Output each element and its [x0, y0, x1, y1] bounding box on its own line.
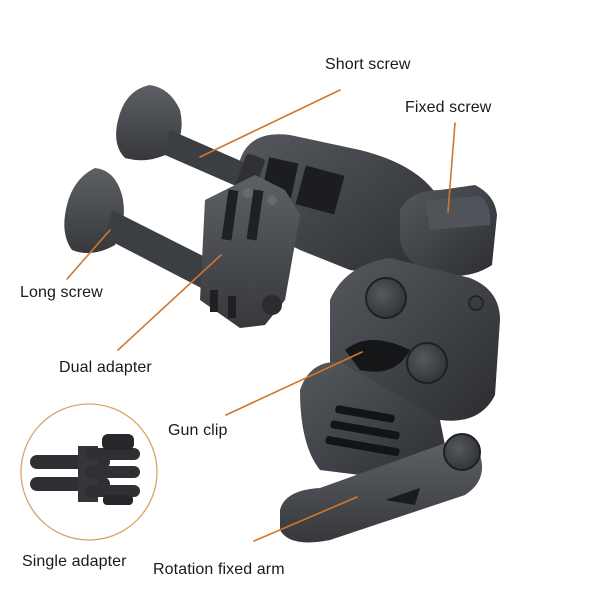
- long-screw: [64, 168, 215, 290]
- label-fixed-screw: Fixed screw: [405, 99, 492, 116]
- gun-clip-body: [300, 258, 500, 480]
- leader-short-screw: [199, 89, 341, 158]
- label-single-adapter: Single adapter: [22, 553, 127, 570]
- rotation-fixed-arm: [280, 433, 483, 543]
- leader-gun-clip: [225, 351, 363, 416]
- fixed-screw: [400, 185, 497, 277]
- label-long-screw: Long screw: [20, 284, 103, 301]
- label-rotation-fixed-arm: Rotation fixed arm: [153, 561, 285, 578]
- leader-fixed-screw: [447, 122, 456, 213]
- short-screw: [116, 85, 265, 195]
- label-dual-adapter: Dual adapter: [59, 359, 152, 376]
- single-adapter-inset: [20, 403, 158, 541]
- leader-rotation-arm: [253, 496, 358, 542]
- dual-adapter: [200, 175, 300, 328]
- leader-long-screw: [66, 229, 111, 280]
- label-short-screw: Short screw: [325, 56, 411, 73]
- label-gun-clip: Gun clip: [168, 422, 228, 439]
- leader-dual-adapter: [117, 254, 222, 351]
- leader-lines: [66, 89, 456, 542]
